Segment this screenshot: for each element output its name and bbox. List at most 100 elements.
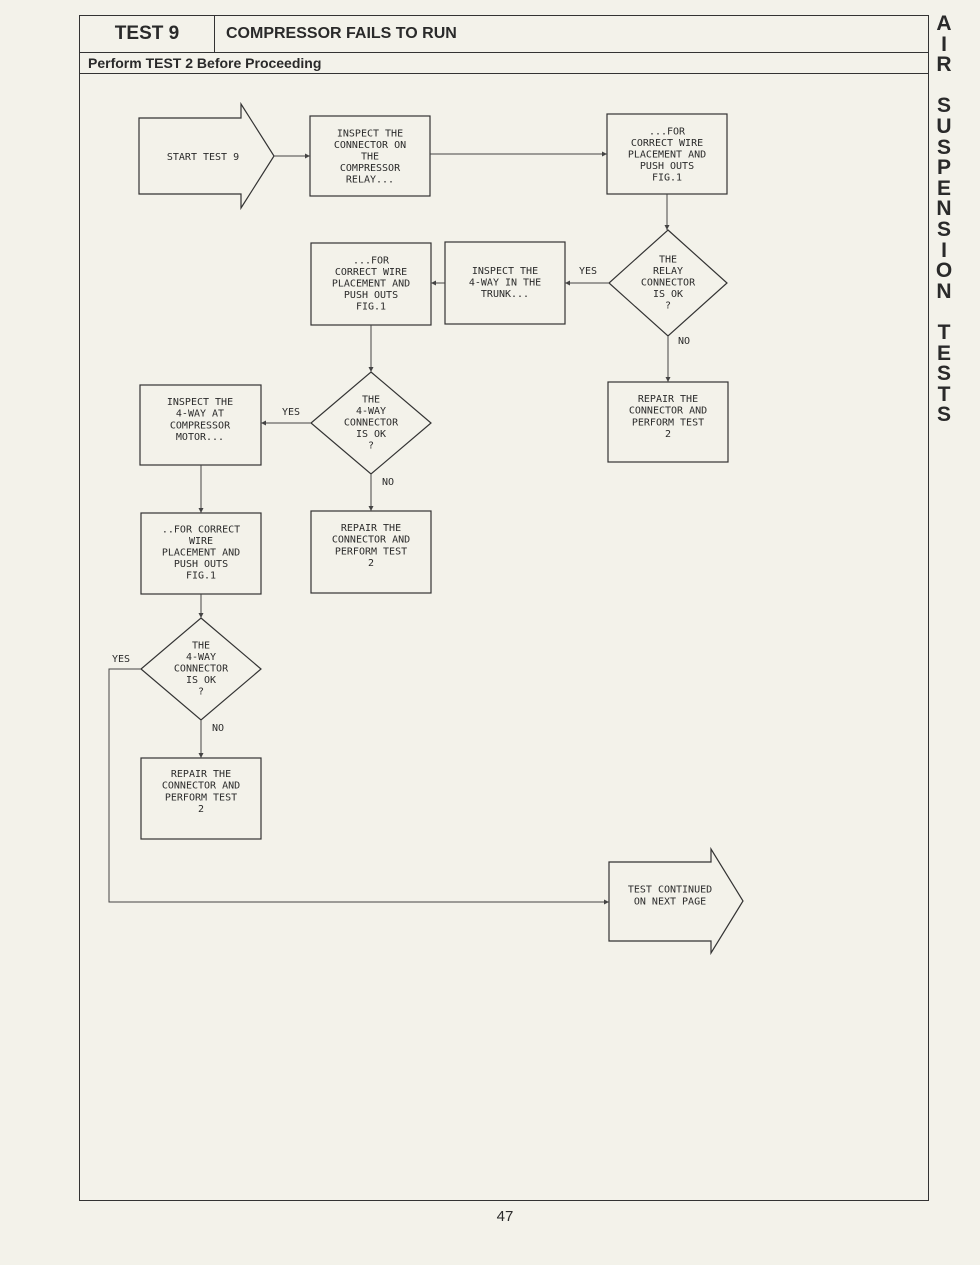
text-line: ?	[198, 687, 204, 698]
page-frame: TEST 9 COMPRESSOR FAILS TO RUN Perform T…	[79, 15, 929, 1201]
text-line: RELAY...	[346, 175, 394, 186]
no-label-1: NO	[678, 336, 690, 347]
no-label-2: NO	[382, 477, 394, 488]
text-line: CONNECTOR	[641, 278, 696, 289]
text-line: ON NEXT PAGE	[634, 896, 706, 907]
page-number: 47	[496, 1208, 514, 1225]
text-line: WIRE	[189, 536, 213, 547]
test-title: COMPRESSOR FAILS TO RUN	[226, 25, 457, 42]
side-tab-letter: U	[936, 114, 952, 138]
text-line: IS OK	[356, 429, 386, 440]
text-line: CONNECTOR AND	[629, 406, 707, 417]
side-tab-letter: S	[936, 94, 951, 118]
test-number: TEST 9	[80, 16, 215, 52]
side-tab-letter: I	[941, 238, 947, 262]
text-line: TEST CONTINUED	[628, 885, 712, 896]
text-line: 2	[368, 558, 374, 569]
no-label-3: NO	[212, 723, 224, 734]
text-line: FIG.1	[356, 302, 386, 313]
text-line: PUSH OUTS	[344, 290, 398, 301]
side-tab-letter: S	[936, 362, 951, 386]
header-row: TEST 9 COMPRESSOR FAILS TO RUN	[80, 16, 928, 53]
text-line: CONNECTOR AND	[332, 535, 410, 546]
text-line: PERFORM TEST	[632, 417, 704, 428]
text-line: CONNECTOR AND	[162, 781, 240, 792]
text-line: PUSH OUTS	[640, 161, 694, 172]
text-line: ...FOR	[649, 126, 686, 137]
text-line: FIG.1	[186, 571, 216, 582]
text-line: 4-WAY AT	[176, 409, 224, 420]
side-tab-letter: P	[936, 156, 951, 180]
side-tab-letter: A	[936, 12, 952, 35]
side-tab-letter: S	[936, 403, 951, 427]
side-tab-letter: I	[941, 32, 947, 56]
yes-label-1: YES	[579, 266, 597, 277]
text-line: INSPECT THE	[167, 397, 233, 408]
side-tab-letter: O	[935, 259, 953, 283]
text-line: COMPRESSOR	[170, 420, 231, 431]
yes-label-3: YES	[112, 654, 130, 665]
text-line: REPAIR THE	[638, 394, 698, 405]
text-line: FIG.1	[652, 173, 682, 184]
side-tab-letter: S	[936, 135, 951, 159]
text-line: CONNECTOR	[174, 664, 229, 675]
text-line: CONNECTOR ON	[334, 140, 406, 151]
text-line: INSPECT THE	[337, 128, 403, 139]
text-line: PERFORM TEST	[165, 792, 237, 803]
text-line: COMPRESSOR	[340, 163, 401, 174]
text-line: PLACEMENT AND	[628, 150, 706, 161]
start-node: START TEST 9	[138, 101, 275, 211]
text-line: IS OK	[186, 675, 216, 686]
text-line: PERFORM TEST	[335, 546, 407, 557]
text-line: REPAIR THE	[341, 523, 401, 534]
text-line: INSPECT THE	[472, 266, 538, 277]
text-line: MOTOR...	[176, 432, 224, 443]
side-tab-letter: S	[936, 217, 951, 241]
side-tab-letter: E	[936, 341, 951, 365]
text-line: THE	[362, 394, 380, 405]
side-tab-letter: R	[936, 53, 952, 77]
side-tab-letter: N	[936, 279, 952, 303]
text-line: PUSH OUTS	[174, 559, 228, 570]
text-line: IS OK	[653, 289, 683, 300]
side-tab-letter: E	[936, 176, 951, 200]
text-line: TRUNK...	[481, 289, 529, 300]
side-tab-letter: T	[937, 382, 951, 406]
text-line: PLACEMENT AND	[332, 279, 410, 290]
text-line: CORRECT WIRE	[631, 138, 703, 149]
text-line: ?	[665, 301, 671, 312]
text-line: 2	[665, 429, 671, 440]
text-line: ..FOR CORRECT	[162, 524, 240, 535]
side-tab-letter: T	[937, 320, 951, 344]
text-line: ...FOR	[353, 255, 390, 266]
text-line: 4-WAY	[356, 406, 386, 417]
text-line: RELAY	[653, 266, 683, 277]
text-line: ?	[368, 441, 374, 452]
connector-decision-3-yes	[108, 668, 609, 905]
